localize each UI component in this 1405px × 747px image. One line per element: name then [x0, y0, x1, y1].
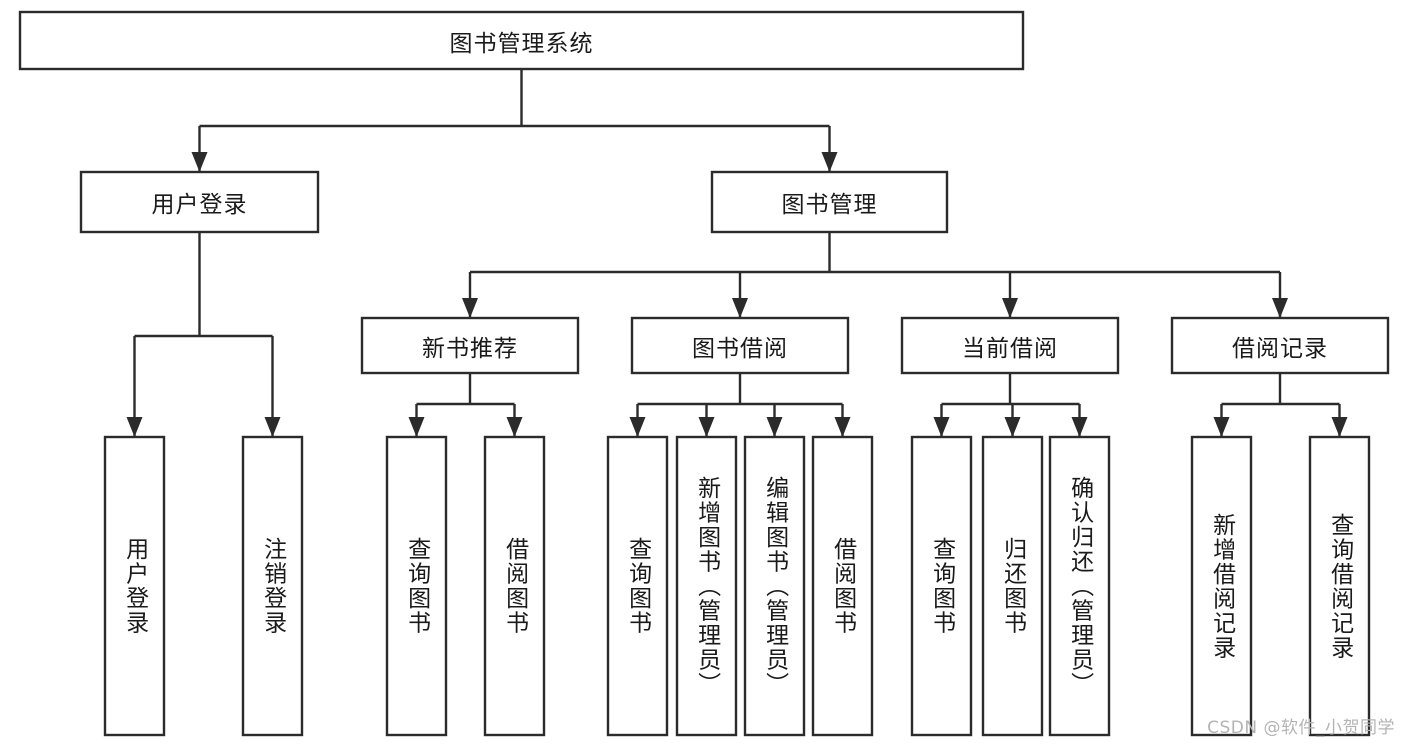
node-box-book-manage[interactable] — [710, 170, 949, 234]
node-box-leaf-return-book[interactable] — [981, 435, 1044, 737]
arrow-head-icon — [629, 417, 646, 437]
arrow-head-icon — [462, 298, 478, 318]
node-box-current-borrow[interactable] — [900, 316, 1120, 375]
arrow-head-icon — [408, 417, 425, 437]
arrow-head-icon — [1071, 417, 1088, 437]
node-box-leaf-edit-book[interactable] — [743, 435, 806, 737]
arrow-head-icon — [1331, 417, 1348, 437]
arrow-head-icon — [933, 417, 950, 437]
node-box-leaf-add-book[interactable] — [675, 435, 738, 737]
node-box-book-borrow[interactable] — [630, 316, 850, 375]
node-box-root[interactable] — [18, 10, 1025, 71]
node-box-leaf-query-record[interactable] — [1308, 435, 1371, 737]
node-box-leaf-borrow-book-1[interactable] — [483, 435, 546, 737]
node-box-leaf-user-login[interactable] — [103, 435, 166, 737]
node-box-borrow-record[interactable] — [1170, 316, 1390, 375]
arrow-head-icon — [506, 417, 523, 437]
node-box-leaf-query-book-2[interactable] — [606, 435, 669, 737]
arrow-head-icon — [264, 417, 281, 437]
node-box-layer — [18, 10, 1390, 737]
arrow-head-icon — [766, 417, 783, 437]
connector-layer — [126, 69, 1348, 437]
node-box-leaf-add-record[interactable] — [1190, 435, 1253, 737]
node-box-new-book-rec[interactable] — [360, 316, 580, 375]
node-box-user-login[interactable] — [79, 170, 320, 234]
arrow-head-icon — [1272, 298, 1288, 318]
node-box-leaf-query-book-3[interactable] — [910, 435, 973, 737]
arrow-head-icon — [834, 417, 851, 437]
arrow-head-icon — [126, 417, 143, 437]
arrow-head-icon — [1002, 298, 1018, 318]
node-box-leaf-confirm-return[interactable] — [1048, 435, 1111, 737]
arrow-head-icon — [1213, 417, 1230, 437]
arrow-head-icon — [698, 417, 715, 437]
node-box-leaf-logout[interactable] — [241, 435, 304, 737]
node-box-leaf-query-book-1[interactable] — [385, 435, 448, 737]
arrow-head-icon — [191, 152, 208, 172]
arrow-head-icon — [821, 152, 838, 172]
arrow-head-icon — [1004, 417, 1021, 437]
node-box-leaf-borrow-book-2[interactable] — [811, 435, 874, 737]
arrow-head-icon — [732, 298, 748, 318]
